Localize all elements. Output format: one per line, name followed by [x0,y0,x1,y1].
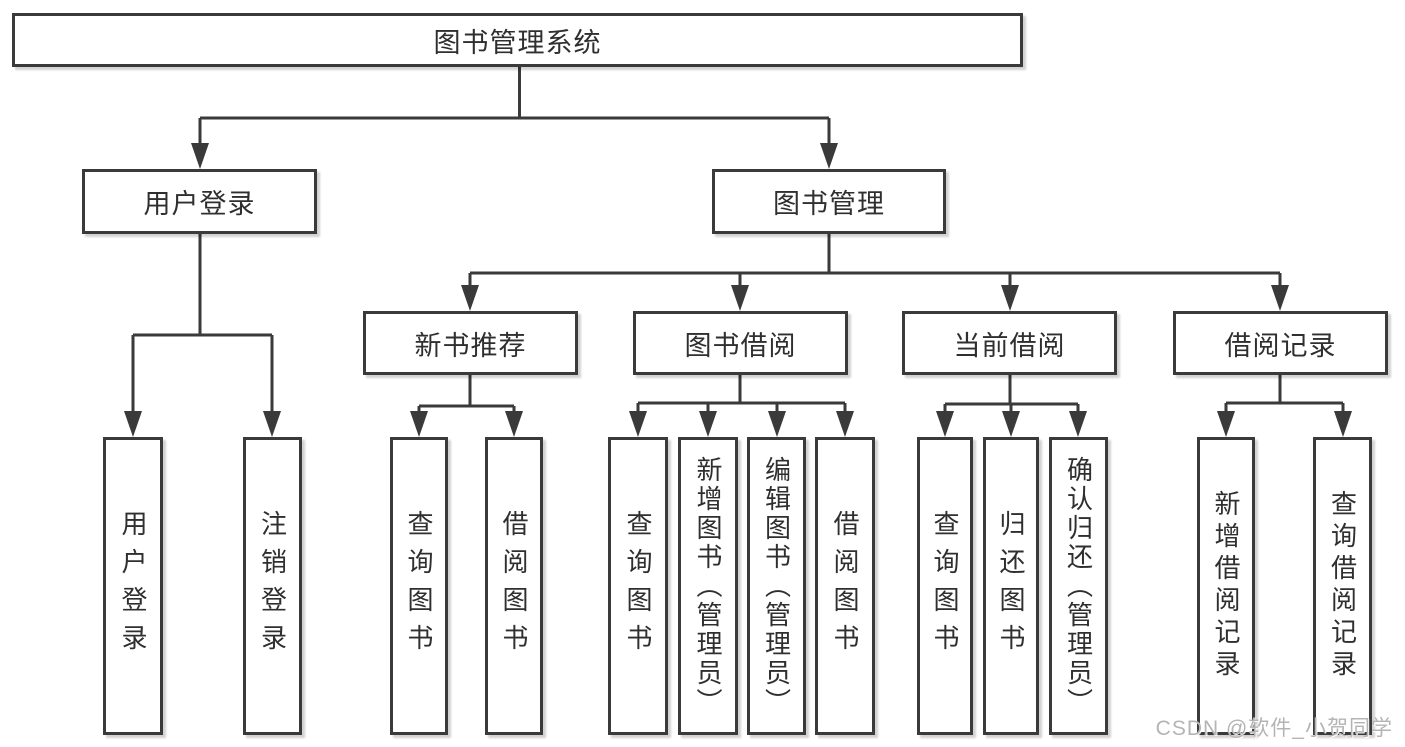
leaf-borrow-book: 借阅图书 [815,437,875,735]
node-book-borrow: 图书借阅 [633,311,848,375]
leaf-return-book: 归还图书 [983,437,1039,735]
node-current-borrow: 当前借阅 [902,311,1117,375]
leaf-label: 查询借阅记录 [1327,490,1358,682]
csdn-watermark: CSDN @软件_小贺同学 [1155,717,1393,740]
leaf-label: 注销登录 [257,510,288,662]
leaf-borrow-book-recommend: 借阅图书 [485,437,543,735]
node-label: 图书管理 [773,189,885,219]
node-borrow-records: 借阅记录 [1173,311,1388,375]
node-label: 图书管理系统 [433,27,602,58]
node-label: 当前借阅 [953,330,1066,361]
connector-borrow-records-to-leaves [1217,375,1352,437]
node-new-books: 新书推荐 [363,311,578,375]
leaf-query-books-current: 查询图书 [917,437,973,735]
leaf-edit-book-admin: 编辑图书（管理员） [747,437,806,735]
node-user-login: 用户登录 [82,169,317,234]
connector-book-borrow-to-leaves [629,375,854,437]
leaf-query-borrow-record: 查询借阅记录 [1313,437,1372,735]
leaf-logout: 注销登录 [243,437,302,735]
leaf-label: 新增图书（管理员） [693,455,723,717]
leaf-label: 归还图书 [996,510,1026,662]
leaf-label: 编辑图书（管理员） [761,455,792,717]
node-label: 用户登录 [143,189,256,219]
leaf-label: 查询图书 [623,510,653,662]
connector-root-to-level2 [191,67,838,169]
leaf-label: 查询图书 [930,510,960,662]
leaf-label: 借阅图书 [499,510,529,662]
node-label: 借阅记录 [1224,330,1337,361]
leaf-label: 借阅图书 [830,510,860,662]
leaf-query-books-borrow: 查询图书 [608,437,668,735]
leaf-query-books-recommend: 查询图书 [390,437,448,735]
leaf-add-borrow-record: 新增借阅记录 [1197,437,1255,735]
node-book-management: 图书管理 [712,169,946,234]
node-label: 新书推荐 [414,330,527,361]
leaf-label: 查询图书 [404,510,434,662]
node-library-system-root: 图书管理系统 [12,13,1023,67]
leaf-confirm-return-admin: 确认归还（管理员） [1049,437,1108,735]
leaf-add-book-admin: 新增图书（管理员） [678,437,738,735]
node-label: 图书借阅 [684,330,797,361]
leaf-label: 新增借阅记录 [1211,490,1241,682]
leaf-label: 用户登录 [118,510,148,662]
leaf-user-login: 用户登录 [103,437,163,735]
leaf-label: 确认归还（管理员） [1063,455,1094,717]
connector-current-borrow-to-leaves [936,375,1087,437]
connector-book-management-to-level3 [461,234,1289,311]
connector-user-login-to-leaves [124,233,281,437]
connector-new-books-to-leaves [410,375,523,437]
